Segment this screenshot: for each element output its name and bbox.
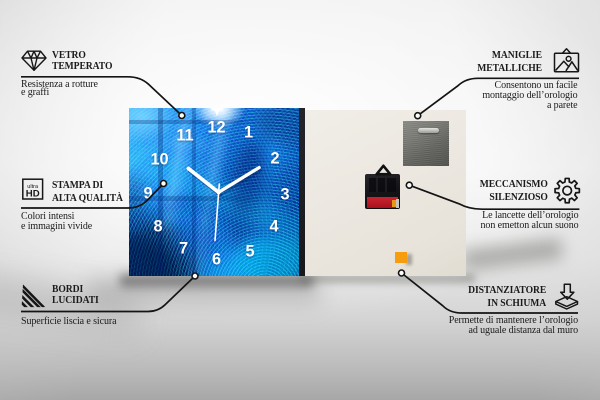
- svg-text:ultra: ultra: [27, 184, 39, 190]
- svg-text:HD: HD: [26, 189, 40, 200]
